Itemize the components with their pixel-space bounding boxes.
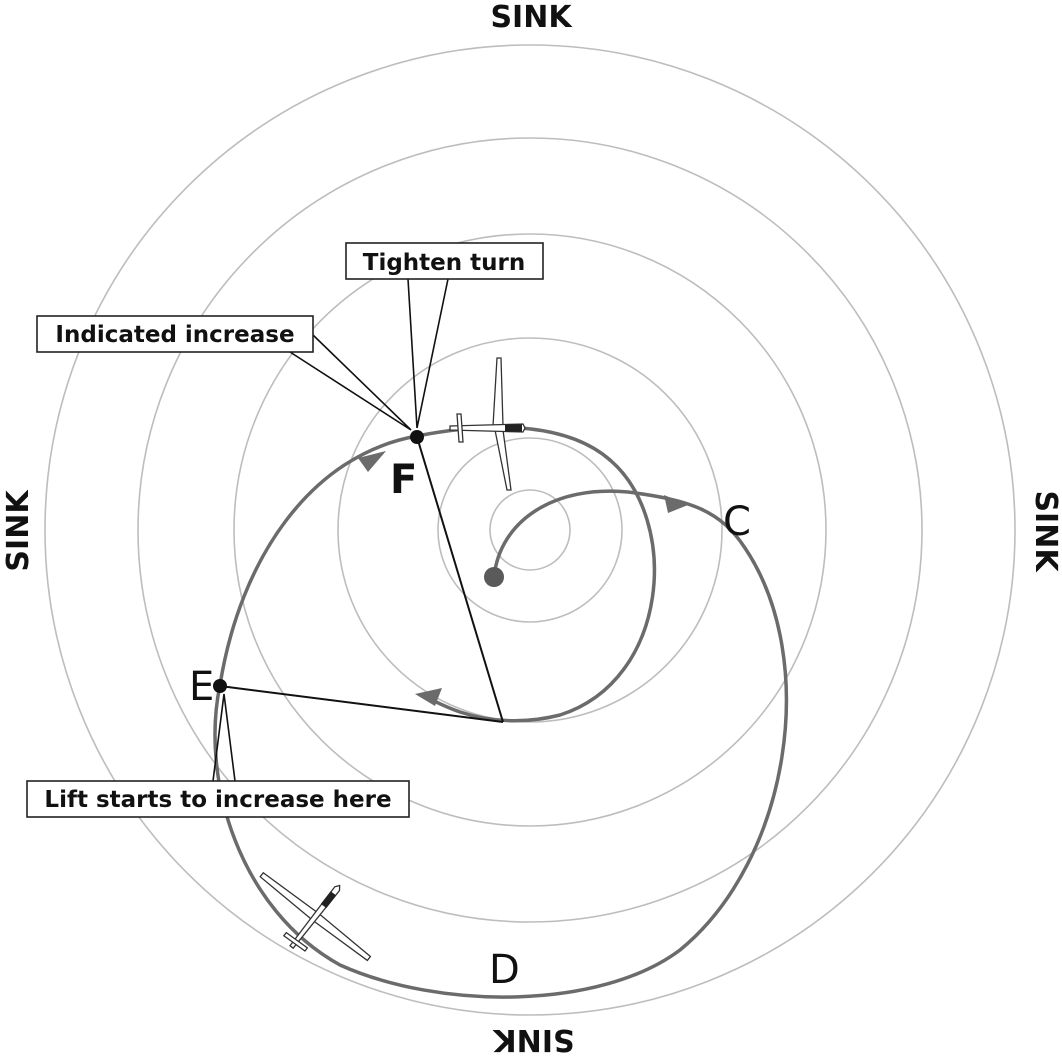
callout-box-lift-starts xyxy=(26,780,410,818)
direction-arrow-f xyxy=(358,451,386,472)
sink-label-bottom: SINK xyxy=(492,1022,575,1057)
ring-4 xyxy=(233,233,827,827)
leader-indicated-increase xyxy=(289,334,412,431)
radius-line-to-e xyxy=(219,685,504,723)
callout-tighten-turn: Tighten turn xyxy=(345,242,544,429)
radius-line-to-f xyxy=(416,436,504,723)
direction-arrow-inner xyxy=(415,688,442,706)
flight-path-start-segment xyxy=(492,489,747,579)
point-f-label: F xyxy=(390,457,417,503)
point-e-dot xyxy=(213,679,227,693)
point-e-label: E xyxy=(189,664,214,710)
start-point-dot xyxy=(484,567,504,587)
ring-1 xyxy=(489,489,571,571)
callout-indicated-increase: Indicated increase xyxy=(36,315,412,431)
leader-tighten-turn xyxy=(407,278,449,429)
thermal-rings xyxy=(44,44,1016,1016)
callout-box-tighten-turn xyxy=(345,242,544,280)
flight-path-ef-segment xyxy=(218,425,612,687)
callout-lift-starts: Lift starts to increase here xyxy=(26,693,410,818)
ring-3 xyxy=(337,337,723,723)
flight-path xyxy=(213,425,789,999)
sink-label-right: SINK xyxy=(1028,490,1062,573)
point-d-label: D xyxy=(489,947,520,993)
ring-5 xyxy=(137,137,923,923)
point-c-label: C xyxy=(723,499,751,545)
callout-text-indicated-increase: Indicated increase xyxy=(55,322,294,348)
callout-text-tighten-turn: Tighten turn xyxy=(363,250,525,276)
callout-box-indicated-increase xyxy=(36,315,314,353)
flight-path-inner-loop xyxy=(422,458,657,723)
sink-label-top: SINK xyxy=(490,0,573,35)
leader-lift-starts xyxy=(212,693,236,782)
ring-6 xyxy=(44,44,1016,1016)
ring-2 xyxy=(437,437,623,623)
glider-icon-upper xyxy=(449,357,526,491)
callout-text-lift-starts: Lift starts to increase here xyxy=(44,787,391,813)
point-f-dot xyxy=(410,430,424,444)
glider-icon-lower xyxy=(259,871,372,962)
flight-path-big-loop xyxy=(213,546,789,999)
direction-arrow-c xyxy=(664,495,688,513)
sink-label-left: SINK xyxy=(1,489,36,572)
